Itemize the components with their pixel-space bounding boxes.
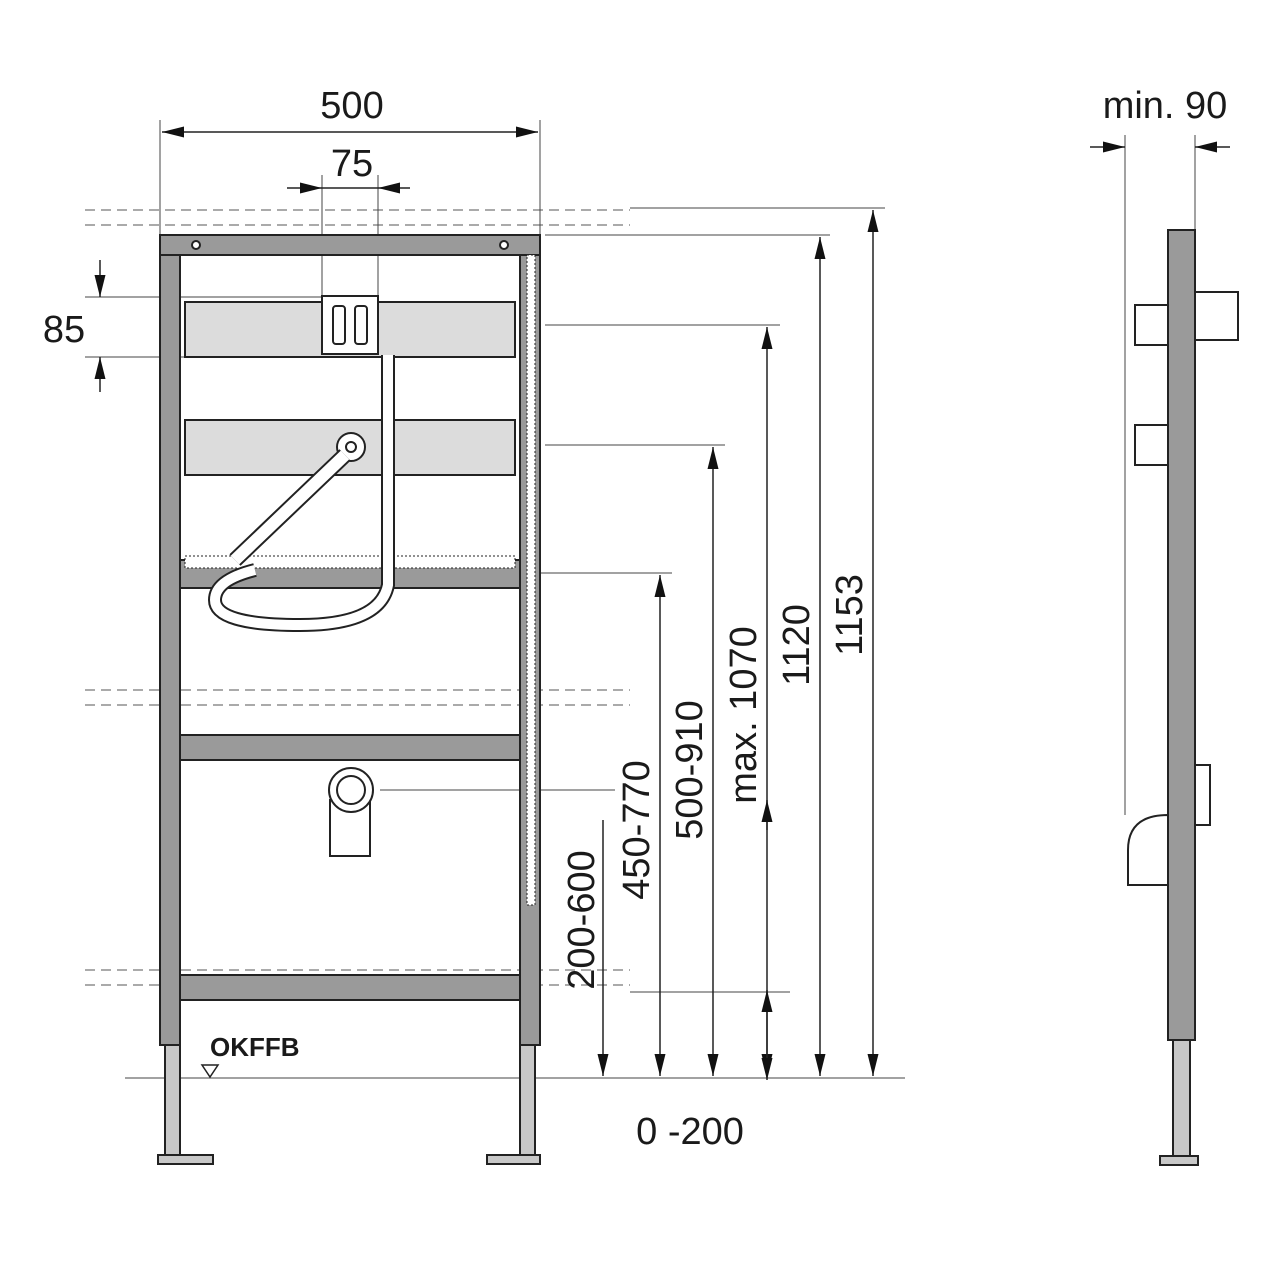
height-upper-plate-label: 500-910 [669, 700, 711, 839]
depth-label: min. 90 [1103, 85, 1228, 127]
side-view [1127, 229, 1239, 1166]
floor-level-triangle [200, 1064, 220, 1079]
spacing-label: 75 [331, 143, 373, 185]
height-lower-plate-label: 450-770 [616, 760, 658, 899]
adjustable-legs [157, 1044, 541, 1165]
height-total-label: 1153 [829, 574, 871, 656]
floor-label: OKFFB [210, 1032, 300, 1062]
width-label: 500 [320, 85, 383, 127]
dimension-lines [94, 126, 1230, 1080]
leg-adjust-label: 0 -200 [636, 1111, 744, 1153]
height-drain-label: 200-600 [561, 850, 603, 989]
plate-height-label: 85 [43, 309, 85, 351]
height-frame-label: 1120 [776, 604, 818, 686]
height-max-label: max. 1070 [723, 626, 765, 803]
